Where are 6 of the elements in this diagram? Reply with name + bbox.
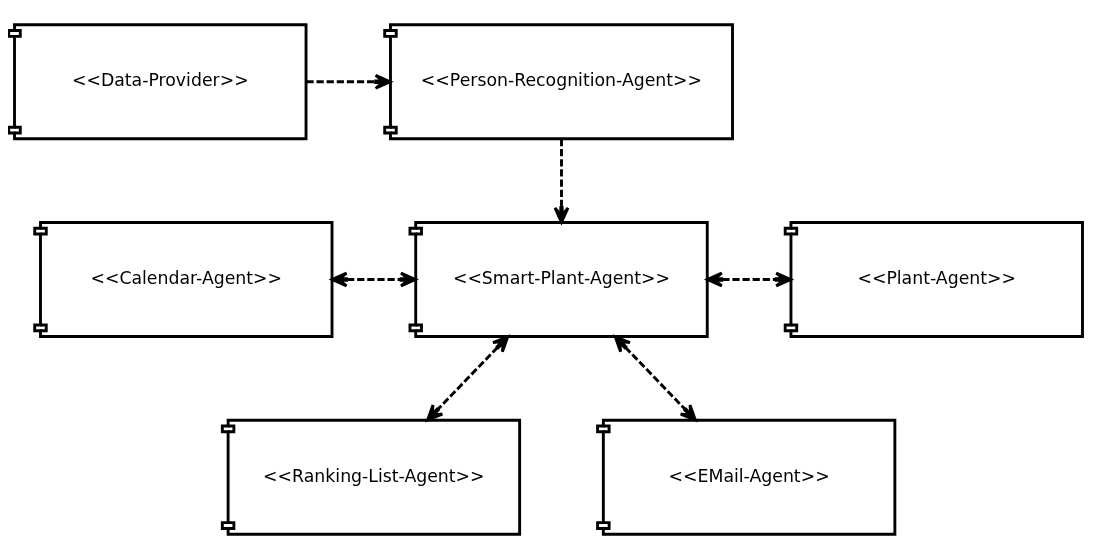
arrow (426, 334, 510, 421)
arrow (553, 138, 570, 224)
arrow (306, 73, 392, 90)
arrow (613, 334, 697, 421)
arrow (330, 271, 417, 287)
arrow (705, 271, 793, 287)
